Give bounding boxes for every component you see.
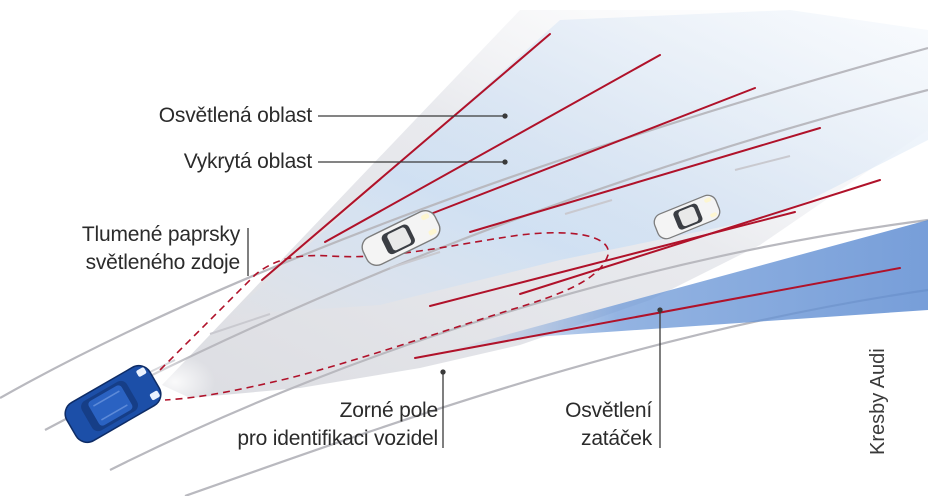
label-field-of-view-line1: Zorné pole — [339, 399, 439, 422]
cornering-light-area — [450, 220, 928, 350]
road-edge-inner-right — [109, 218, 928, 471]
oncoming-car-white — [361, 209, 441, 267]
dipped-beam-boundary — [159, 232, 610, 401]
label-field-of-view-line2: pro identifikaci vozidel — [237, 427, 438, 450]
leader-lines — [247, 113, 663, 448]
label-illuminated-area: Osvětlená oblast — [158, 104, 312, 127]
label-cornering-line1: Osvětlení — [565, 399, 652, 422]
oncoming-car-white-far — [653, 194, 721, 240]
label-dipped-beam-line1: Tlumené paprsky — [81, 223, 240, 246]
label-cornering-line2: zatáček — [581, 427, 652, 450]
beam-lines — [261, 33, 901, 359]
road-edge-outer-left — [0, 46, 928, 399]
own-car-blue — [64, 364, 162, 444]
label-dipped-beam-line2: světleného zdoje — [85, 251, 241, 274]
label-masked-area: Vykrytá oblast — [183, 150, 313, 173]
image-credit: Kresby Audi — [867, 348, 889, 455]
